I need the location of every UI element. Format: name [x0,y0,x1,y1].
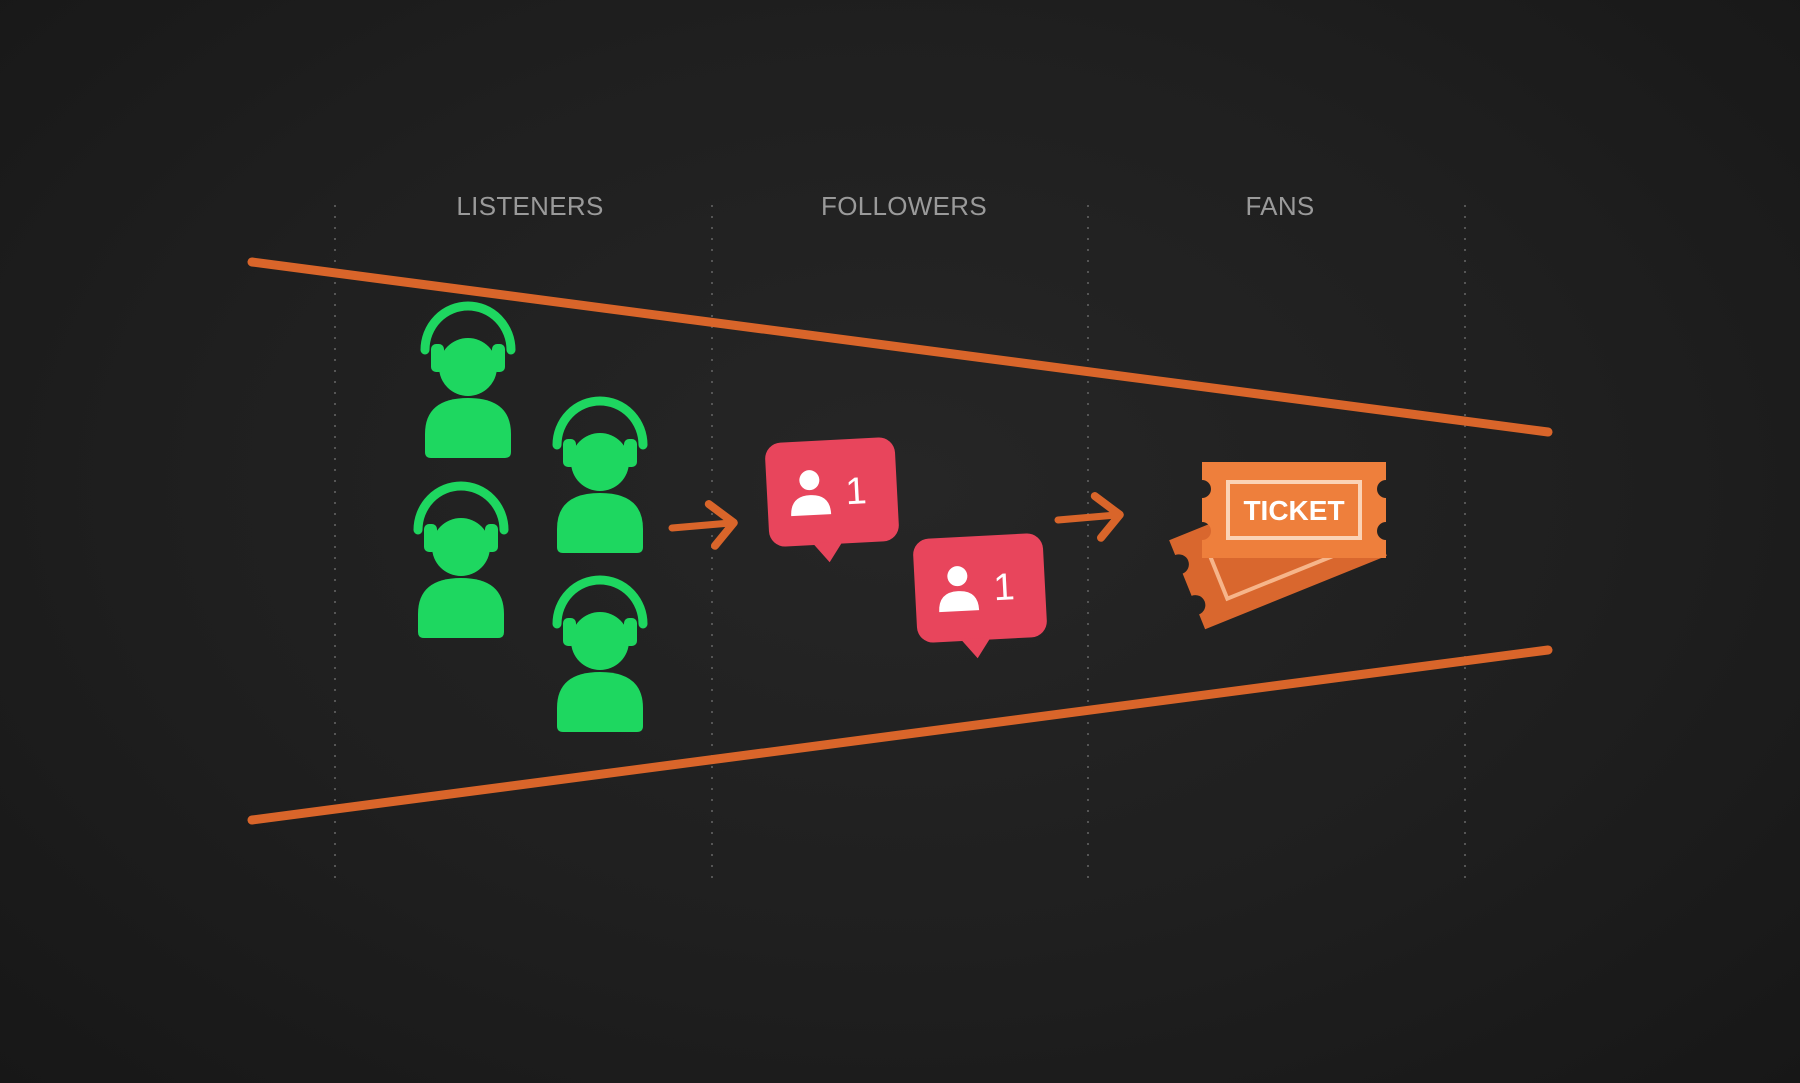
follower-count: 1 [844,470,867,513]
headphone-user-icon [418,486,504,638]
follower-notification-icon: 1 [764,436,901,566]
funnel-bottom-line [247,645,1553,825]
ticket-front: TICKET [1202,462,1386,558]
arrow-right-icon [671,503,735,548]
funnel-outline [247,257,1553,825]
headphone-user-icon [557,580,643,732]
headphone-user-icon [425,306,511,458]
listeners-group [418,306,643,732]
arrow-right-icon [1057,495,1121,540]
column-label-fans: FANS [1245,191,1314,221]
follower-count: 1 [992,566,1015,609]
funnel-top-line [247,257,1553,437]
followers-group: 1 1 [764,436,1049,662]
follower-notification-icon: 1 [912,532,1049,662]
ticket-label: TICKET [1243,495,1344,526]
ticket-icon: TICKET [1169,462,1387,630]
column-label-listeners: LISTENERS [456,191,603,221]
headphone-user-icon [557,401,643,553]
column-label-followers: FOLLOWERS [821,191,987,221]
